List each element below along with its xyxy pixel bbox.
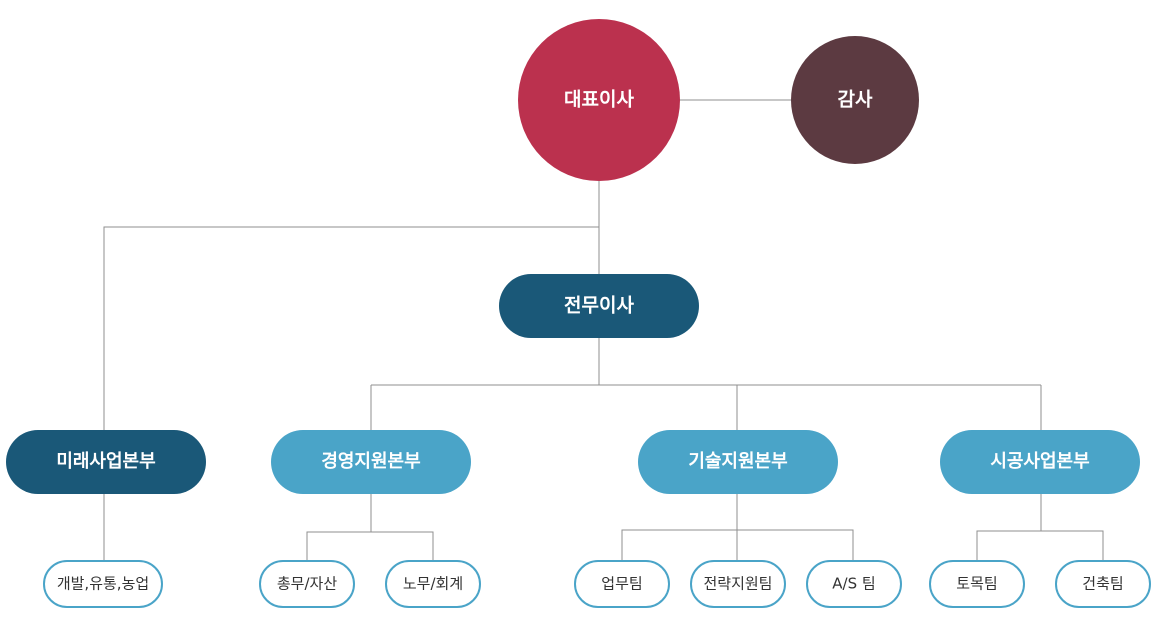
team-strategy-support[interactable]: 전략지원팀	[690, 560, 786, 608]
division-pill	[271, 430, 471, 494]
team-pill	[259, 560, 355, 608]
division-label: 미래사업본부	[56, 451, 155, 472]
team-after-service[interactable]: A/S 팀	[806, 560, 902, 608]
team-civil-engineering[interactable]: 토목팀	[929, 560, 1025, 608]
team-general-affairs-assets[interactable]: 총무/자산	[259, 560, 355, 608]
team-label: 총무/자산	[277, 575, 337, 593]
ceo-label: 대표이사	[564, 89, 634, 111]
team-labor-accounting[interactable]: 노무/회계	[385, 560, 481, 608]
connectors	[103, 99, 1104, 561]
team-pill	[43, 560, 163, 608]
team-operations[interactable]: 업무팀	[574, 560, 670, 608]
managing-director-pill	[499, 274, 699, 338]
team-pill	[929, 560, 1025, 608]
division-pill	[6, 430, 206, 494]
team-label: 건축팀	[1082, 575, 1123, 593]
team-pill	[806, 560, 902, 608]
connector-ceo-future-division	[103, 226, 599, 430]
managing-director-label: 전무이사	[564, 295, 634, 317]
team-label: 노무/회계	[403, 575, 463, 593]
division-future-business[interactable]: 미래사업본부	[6, 430, 206, 494]
division-pill	[940, 430, 1140, 494]
division-technical-support[interactable]: 기술지원본부	[638, 430, 838, 494]
team-label: 전략지원팀	[703, 575, 772, 593]
team-pill	[690, 560, 786, 608]
team-pill	[574, 560, 670, 608]
auditor-label: 감사	[838, 89, 873, 111]
managing-director-node[interactable]: 전무이사	[499, 274, 699, 338]
connector-technical-bus	[621, 529, 854, 561]
auditor-node[interactable]: 감사	[791, 36, 919, 164]
division-construction-business[interactable]: 시공사업본부	[940, 430, 1140, 494]
division-pill	[638, 430, 838, 494]
division-management-support[interactable]: 경영지원본부	[271, 430, 471, 494]
team-label: 토목팀	[956, 575, 997, 593]
connector-construction-bus	[976, 530, 1104, 561]
auditor-circle	[791, 36, 919, 164]
division-label: 경영지원본부	[321, 451, 420, 472]
team-pill	[385, 560, 481, 608]
team-label: A/S 팀	[832, 575, 875, 593]
team-label: 개발,유통,농업	[57, 575, 149, 593]
division-label: 시공사업본부	[990, 451, 1089, 472]
team-label: 업무팀	[601, 575, 642, 593]
team-architecture[interactable]: 건축팀	[1055, 560, 1151, 608]
connector-management-bus	[306, 531, 434, 561]
division-label: 기술지원본부	[688, 451, 787, 472]
ceo-node[interactable]: 대표이사	[518, 19, 680, 181]
team-pill	[1055, 560, 1151, 608]
ceo-circle	[518, 19, 680, 181]
team-development-distribution-agriculture[interactable]: 개발,유통,농업	[43, 560, 163, 608]
